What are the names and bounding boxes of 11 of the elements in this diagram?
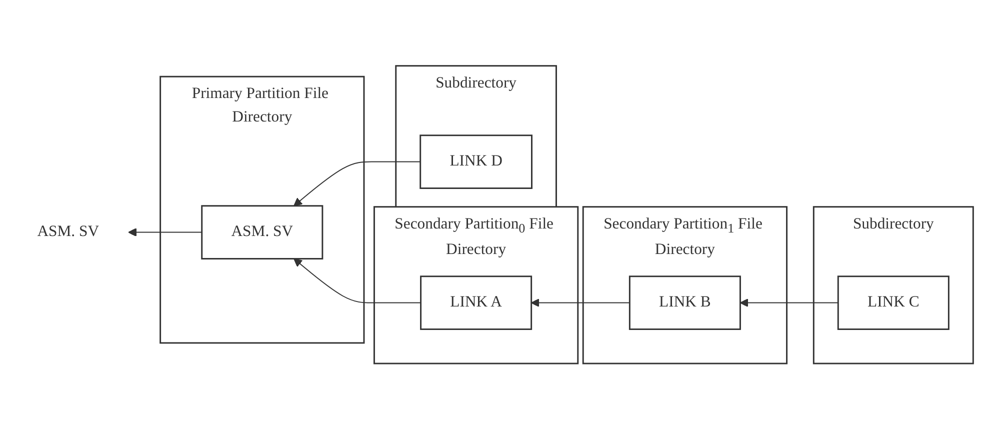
- arrow: [530, 298, 630, 307]
- arrow: [128, 228, 202, 236]
- node-box: LINK A: [420, 275, 532, 330]
- node-box: ASM. SV: [201, 204, 324, 260]
- node-box: LINK C: [837, 275, 950, 330]
- node-box: LINK D: [420, 134, 532, 189]
- arrow: [294, 258, 422, 304]
- arrow: [740, 298, 839, 307]
- node-text: ASM. SV: [37, 223, 100, 240]
- node-box: LINK B: [628, 275, 741, 330]
- arrow: [294, 161, 421, 206]
